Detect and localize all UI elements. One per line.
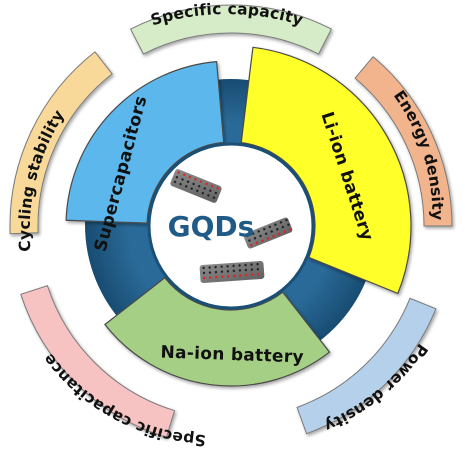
graphene-quantum-dot-illustration	[170, 169, 293, 284]
graphene-sheet-bottom	[199, 260, 265, 284]
segment-li-ion	[240, 46, 412, 295]
segment-supercapacitors	[65, 60, 225, 224]
application-segments	[65, 46, 412, 387]
graphene-sheet-top	[170, 169, 222, 203]
band-energy-density	[354, 55, 453, 227]
band-specific-capacitance	[20, 285, 176, 438]
band-specific-capacity	[129, 4, 333, 55]
outer-property-bands	[9, 4, 453, 438]
band-cycling-stability	[9, 51, 113, 235]
graphene-sheet-right	[243, 217, 293, 249]
segment-na-ion	[104, 276, 331, 387]
band-power-density	[296, 297, 437, 435]
center-label: GQDs	[168, 210, 255, 243]
